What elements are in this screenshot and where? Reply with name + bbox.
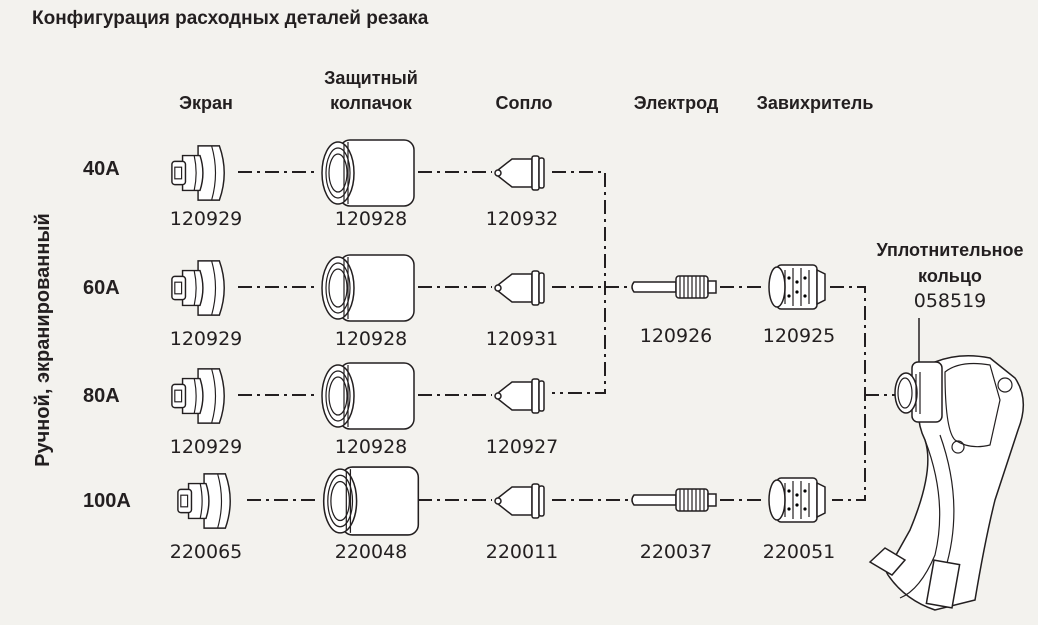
shield-screen-part [171,368,225,424]
column-header-electrode: Электрод [634,93,719,113]
part-number: 120931 [486,328,559,350]
torch-illustration [868,355,1024,611]
part-number: 120929 [170,208,243,230]
part-number: 220048 [335,541,408,563]
page-title: Конфигурация расходных деталей резака [32,8,429,29]
part-number: 220011 [486,541,559,563]
shield-cup-part [321,139,415,207]
oring-label-1: Уплотнительное [876,240,1023,260]
part-number: 220065 [170,541,243,563]
row-100a: 100A 220065 220048 220011 220037 220051 [83,466,836,563]
amperage-label: 100A [83,490,131,512]
amperage-label: 80A [83,385,120,407]
part-number: 120929 [170,328,243,350]
amperage-label: 40A [83,158,120,180]
shield-screen-part [171,145,225,201]
shield-screen-part [177,473,232,529]
row-40a: 40A 120929 120928 120932 [83,139,559,230]
nozzle-part [494,155,545,191]
shield-cup-part [322,466,420,536]
swirl-ring-part [768,264,826,310]
column-header-screen: Экран [179,93,233,113]
column-header-nozzle: Сопло [495,93,552,113]
part-number: 120926 [640,325,713,347]
part-number: 220051 [763,541,836,563]
part-number: 120929 [170,436,243,458]
electrode-part [631,275,717,299]
nozzle-part [494,483,545,519]
part-number: 120927 [486,436,559,458]
nozzle-part [494,270,545,306]
part-number: 120932 [486,208,559,230]
column-header-shield-1: Защитный [324,68,418,88]
swirl-ring-part [768,477,826,523]
shield-cup-part [321,362,415,430]
nozzle-part [494,378,545,414]
column-header-shield-2: колпачок [330,93,413,113]
side-label: Ручной, экранированный [32,213,54,467]
connector-lines [238,171,895,501]
part-number: 220037 [640,541,713,563]
oring-part-number: 058519 [914,290,987,312]
shield-cup-part [321,254,415,322]
oring-label-2: кольцо [918,266,982,286]
part-number: 120928 [335,328,408,350]
row-60a: 60A 120929 120928 120931 120926 120925 [83,254,836,350]
part-number: 120925 [763,325,836,347]
shield-screen-part [171,260,225,316]
row-80a: 80A 120929 120928 120927 [83,362,559,458]
electrode-part [631,488,717,512]
amperage-label: 60A [83,277,120,299]
part-number: 120928 [335,436,408,458]
column-header-swirl: Завихритель [757,93,874,113]
part-number: 120928 [335,208,408,230]
